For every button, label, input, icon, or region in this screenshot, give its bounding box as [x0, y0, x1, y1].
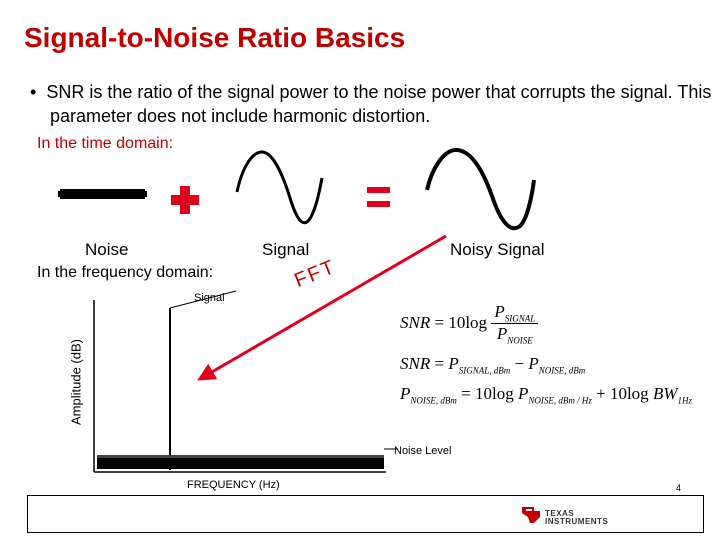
noisy-signal-waveform [425, 147, 536, 231]
ti-logo-icon [522, 507, 540, 523]
freq-signal-label: Signal [194, 292, 225, 304]
signal-waveform [235, 150, 324, 225]
noise-waveform [58, 189, 147, 199]
equals-icon [367, 187, 390, 207]
equation-snr-dbm: SNR = PSIGNAL, dBm − PNOISE, dBm [400, 354, 586, 376]
bullet-point: • SNR is the ratio of the signal power t… [30, 80, 720, 128]
equation-noise-power: PNOISE, dBm = 10log PNOISE, dBm / Hz + 1… [400, 384, 692, 406]
x-axis-label: FREQUENCY (Hz) [187, 479, 280, 491]
ti-logo-text: TEXAS INSTRUMENTS [545, 509, 609, 526]
signal-label: Signal [262, 240, 310, 259]
noisy-signal-label: Noisy Signal [450, 240, 545, 259]
plus-icon [171, 186, 199, 214]
noise-level-label: Noise Level [394, 445, 452, 457]
bullet-text: SNR is the ratio of the signal power to … [46, 82, 712, 126]
frequency-domain-heading: In the frequency domain: [37, 264, 214, 281]
page-number: 4 [676, 483, 682, 493]
footer-bar [27, 495, 704, 533]
noise-label: Noise [85, 240, 129, 259]
y-axis-label: Amplitude (dB) [68, 339, 84, 425]
fft-arrow [197, 234, 447, 381]
time-domain-heading: In the time domain: [37, 135, 174, 152]
equation-snr-ratio: SNR = 10log PSIGNAL PNOISE [400, 302, 539, 346]
noise-floor [97, 457, 384, 469]
bullet-marker: • [30, 82, 37, 102]
signal-pointer [169, 290, 237, 309]
slide-title: Signal-to-Noise Ratio Basics [24, 22, 406, 53]
